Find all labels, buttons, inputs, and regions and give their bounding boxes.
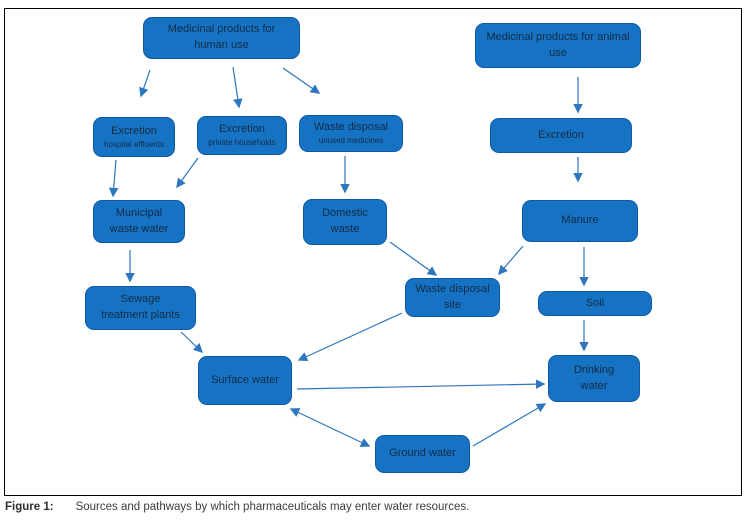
node-municipal-waste-water: Municipal waste water (93, 200, 185, 243)
node-medicinal-products-human: Medicinal products for human use (143, 17, 300, 59)
node-label: Soil (585, 296, 605, 309)
node-label: Drinking water (573, 363, 615, 392)
node-domestic-waste: Domestic waste (303, 199, 387, 245)
node-manure: Manure (522, 200, 638, 242)
node-label: Medicinal products for human use (167, 23, 276, 51)
figure-caption: Figure 1: Sources and pathways by which p… (5, 501, 745, 513)
node-label: Surface water (211, 373, 279, 386)
node-label: Waste disposal site (415, 282, 490, 311)
node-sublabel: hospital effluents (104, 139, 164, 149)
node-waste-disposal: Waste disposal unused medicines (299, 115, 403, 152)
node-soil: Soil (538, 291, 652, 316)
node-label: Waste disposal (313, 121, 389, 134)
node-sublabel: unused medicines (318, 136, 384, 146)
figure-caption-text: Sources and pathways by which pharmaceut… (75, 501, 470, 513)
node-label: Excretion (219, 123, 265, 136)
node-excretion-animal: Excretion (490, 118, 632, 153)
node-label: Excretion (538, 128, 584, 141)
node-medicinal-products-animal: Medicinal products for animal use (475, 23, 641, 68)
figure-caption-label: Figure 1: (5, 501, 54, 513)
node-waste-disposal-site: Waste disposal site (405, 278, 500, 317)
node-label: Domestic waste (322, 207, 368, 235)
node-excretion-hospital: Excretion hospital effluents (93, 117, 175, 157)
node-drinking-water: Drinking water (548, 355, 640, 402)
figure-frame (4, 8, 742, 496)
node-label: Excretion (111, 124, 157, 137)
node-label: Municipal waste water (109, 206, 169, 235)
node-label: Sewage treatment plants (101, 293, 180, 321)
node-ground-water: Ground water (375, 435, 470, 473)
node-label: Medicinal products for animal use (486, 30, 630, 59)
node-sewage-treatment-plants: Sewage treatment plants (85, 286, 196, 330)
node-label: Manure (561, 214, 599, 227)
node-label: Ground water (389, 447, 456, 460)
node-excretion-private: Excretion private households (197, 116, 287, 155)
node-surface-water: Surface water (198, 356, 292, 405)
node-sublabel: private households (208, 138, 276, 148)
